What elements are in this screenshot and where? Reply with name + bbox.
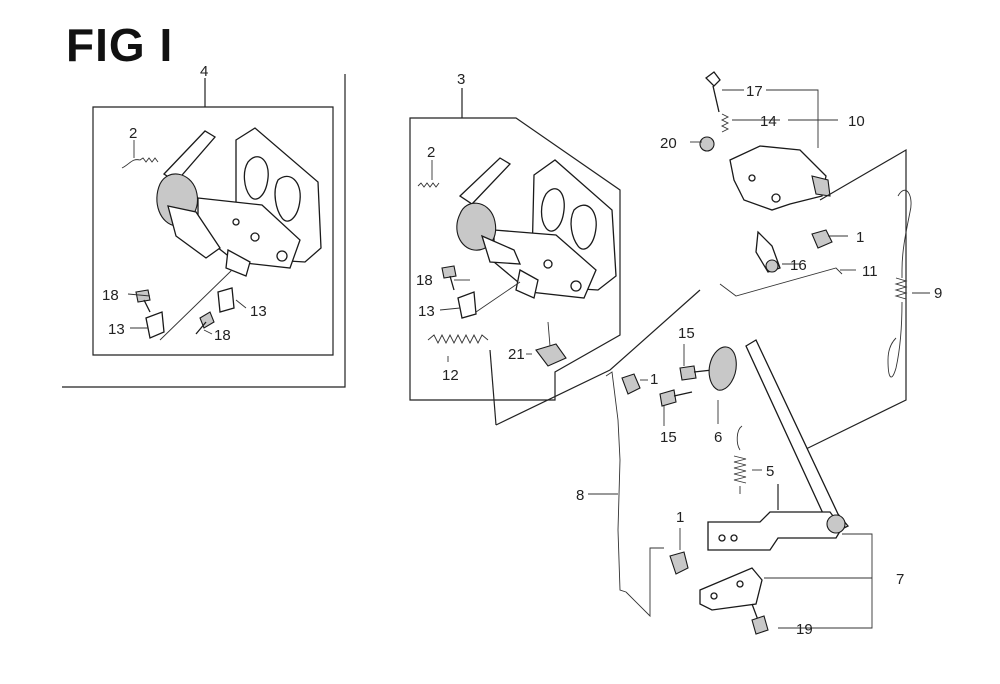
spring xyxy=(720,113,730,133)
assembly-4-frame xyxy=(92,106,334,356)
nut xyxy=(699,136,715,152)
spring-5 xyxy=(733,455,747,484)
clip xyxy=(811,229,833,249)
callout-1: 1 xyxy=(676,509,684,526)
callout-labels: 4 3 2 2 18 13 13 18 18 13 12 21 17 14 10… xyxy=(102,63,942,638)
callout-7: 7 xyxy=(896,571,904,588)
assembly-3 xyxy=(409,88,701,426)
throttle-lever xyxy=(458,157,512,205)
callout-8: 8 xyxy=(576,487,584,504)
callout-6: 6 xyxy=(714,429,722,446)
callout-2: 2 xyxy=(427,144,435,161)
callout-12: 12 xyxy=(442,367,459,384)
lever-arm xyxy=(167,205,221,259)
bolt xyxy=(751,615,769,635)
callout-3: 3 xyxy=(457,71,465,88)
lever-arm-7 xyxy=(707,511,843,551)
callout-1: 1 xyxy=(856,229,864,246)
callout-2: 2 xyxy=(129,125,137,142)
clamp-plate xyxy=(699,567,763,611)
clip xyxy=(669,551,689,575)
assembly-4-outer-frame xyxy=(62,74,346,388)
plate-slot xyxy=(243,156,269,200)
clip xyxy=(217,287,235,313)
spring-12 xyxy=(427,333,489,345)
callout-21: 21 xyxy=(508,346,525,363)
callout-13: 13 xyxy=(418,303,435,320)
assembly-3-frame xyxy=(409,117,621,401)
spring-coil xyxy=(894,277,908,300)
callout-18: 18 xyxy=(416,272,433,289)
figure-title: FIG I xyxy=(66,19,174,71)
callout-10: 10 xyxy=(848,113,865,130)
callout-4: 4 xyxy=(200,63,208,80)
part-6 xyxy=(708,346,737,391)
callout-19: 19 xyxy=(796,621,813,638)
clip xyxy=(621,373,641,395)
callout-9: 9 xyxy=(934,285,942,302)
governor-arm xyxy=(729,145,827,211)
spring xyxy=(121,157,159,169)
callout-11: 11 xyxy=(862,263,878,280)
callout-15: 15 xyxy=(660,429,677,446)
clip xyxy=(457,291,477,319)
link-rod-11 xyxy=(719,267,843,297)
lower-linkage xyxy=(588,339,873,635)
spring xyxy=(417,182,440,188)
callout-17: 17 xyxy=(746,83,763,100)
callout-20: 20 xyxy=(660,135,677,152)
callout-18: 18 xyxy=(102,287,119,304)
governor-spring-9 xyxy=(887,189,930,378)
callout-16: 16 xyxy=(790,257,807,274)
callout-13: 13 xyxy=(108,321,125,338)
governor-arm-group xyxy=(690,71,907,510)
callout-13: 13 xyxy=(250,303,267,320)
callout-14: 14 xyxy=(760,113,777,130)
callout-18: 18 xyxy=(214,327,231,344)
callout-1: 1 xyxy=(650,371,658,388)
clip xyxy=(145,311,165,339)
assembly-4 xyxy=(62,74,346,388)
block xyxy=(535,343,567,367)
plate-slot xyxy=(274,175,301,222)
rod-8 xyxy=(605,371,627,593)
callout-5: 5 xyxy=(766,463,774,480)
callout-15: 15 xyxy=(678,325,695,342)
